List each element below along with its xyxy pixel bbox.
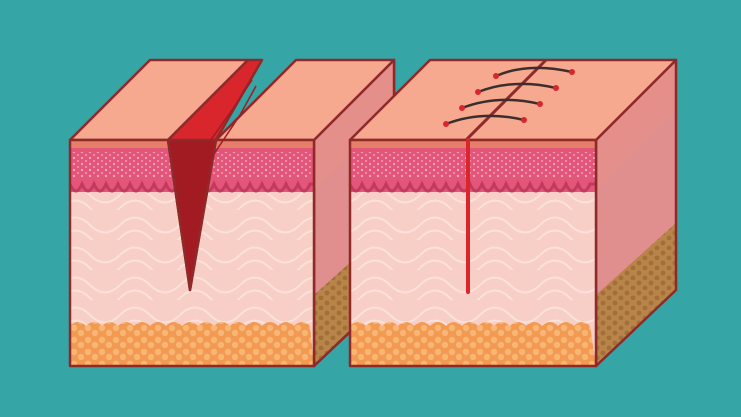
open-wound-cut bbox=[166, 58, 264, 292]
sutures bbox=[443, 66, 575, 127]
sutured-skin-block bbox=[348, 58, 678, 368]
right-block-front-face bbox=[348, 138, 598, 368]
right-block-side-face bbox=[594, 58, 678, 368]
left-fat-layer bbox=[70, 322, 314, 366]
suture-stitch bbox=[459, 98, 543, 111]
suture-stitch bbox=[475, 82, 559, 95]
suture-stitch bbox=[493, 66, 575, 79]
open-wound-skin-block bbox=[68, 58, 396, 368]
suture-stitch bbox=[443, 114, 527, 127]
right-fat-layer bbox=[350, 322, 596, 366]
